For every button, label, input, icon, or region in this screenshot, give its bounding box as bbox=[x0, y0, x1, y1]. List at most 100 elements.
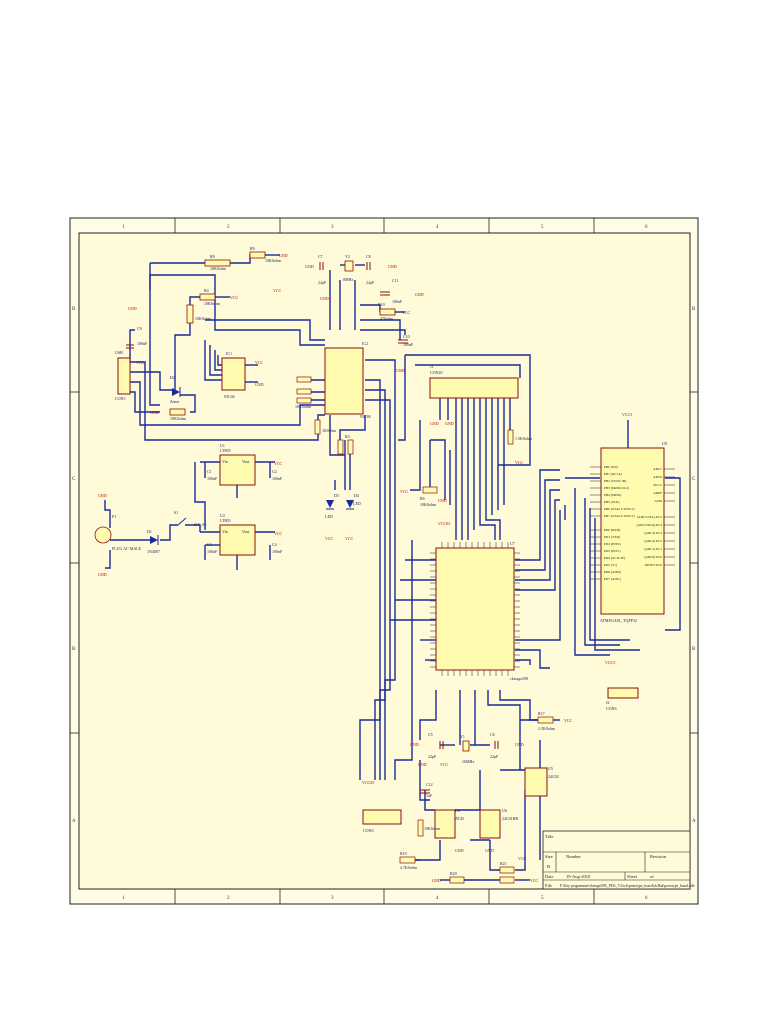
svg-text:1: 1 bbox=[122, 896, 125, 901]
mcu-pin-left: PD0 (RXD) bbox=[604, 528, 620, 532]
svg-text:GND: GND bbox=[305, 264, 314, 269]
led-d3: D3 LED VCC bbox=[325, 493, 339, 541]
svg-text:22pF: 22pF bbox=[428, 754, 437, 759]
svg-text:GND: GND bbox=[128, 306, 137, 311]
svg-text:A: A bbox=[692, 819, 696, 824]
svg-text:C: C bbox=[72, 477, 76, 482]
svg-text:100nF: 100nF bbox=[272, 476, 283, 481]
svg-text:100nF: 100nF bbox=[137, 341, 148, 346]
svg-text:Vin: Vin bbox=[222, 459, 228, 464]
svg-text:C8: C8 bbox=[366, 254, 371, 259]
svg-text:SW_SS: SW_SS bbox=[194, 522, 206, 527]
svg-text:GND: GND bbox=[150, 410, 159, 415]
svg-text:Vout: Vout bbox=[242, 529, 250, 534]
mcu-u8: U8 ATMEGA8L_TQFP32 VCC5 bbox=[600, 412, 667, 623]
svg-text:GND: GND bbox=[396, 368, 405, 373]
svg-text:D4: D4 bbox=[354, 493, 359, 498]
header-j1: J1 CON20 bbox=[429, 364, 519, 399]
svg-text:VCC: VCC bbox=[440, 762, 449, 767]
svg-text:VCCIO: VCCIO bbox=[362, 780, 375, 785]
svg-text:VCC: VCC bbox=[564, 718, 573, 723]
svg-text:2: 2 bbox=[227, 896, 230, 901]
svg-text:C6: C6 bbox=[490, 732, 495, 737]
svg-text:U5: U5 bbox=[548, 766, 553, 771]
regulator-u2: Vin Vout U2 LT805 VCC bbox=[219, 513, 283, 556]
mcu-pin-left: PB4 (MISO) bbox=[604, 493, 621, 497]
resistor-r9: R9 10K0ohm bbox=[249, 246, 282, 263]
svg-text:Size: Size bbox=[545, 854, 553, 859]
switch-s1: S1 SW_SS bbox=[174, 510, 206, 527]
mcu-pin-right: (ADC4/SDA) PC4 bbox=[636, 523, 662, 527]
svg-text:F:\Key programmer\ckstage298\_: F:\Key programmer\ckstage298\_PES\_V2\sc… bbox=[560, 884, 695, 888]
svg-text:10K0ohm: 10K0ohm bbox=[295, 404, 312, 409]
wires bbox=[104, 254, 681, 881]
svg-text:GND: GND bbox=[320, 296, 329, 301]
capacitor-c8: C8 22pF GND bbox=[366, 254, 397, 285]
svg-text:CON5: CON5 bbox=[115, 396, 125, 401]
chip-u7: VCCIO U7 ckstage298 bbox=[435, 521, 528, 681]
mcu-pin-left: PB5 (SCK) bbox=[604, 500, 620, 504]
svg-text:U8: U8 bbox=[662, 441, 667, 446]
zone-labels: 1 2 3 4 5 6 1 2 3 4 5 6 B C B A B C B A bbox=[72, 225, 696, 901]
svg-text:U7: U7 bbox=[510, 541, 515, 546]
svg-text:CON6: CON6 bbox=[363, 828, 373, 833]
svg-text:3: 3 bbox=[331, 896, 334, 901]
mcu-pin-right: (ADC3) PC3 bbox=[644, 531, 662, 535]
svg-text:A: A bbox=[72, 819, 76, 824]
svg-text:GND: GND bbox=[98, 572, 107, 577]
svg-text:GND: GND bbox=[415, 292, 424, 297]
svg-text:1.5K0ohm: 1.5K0ohm bbox=[538, 726, 556, 731]
svg-text:Revision: Revision bbox=[650, 854, 667, 859]
svg-text:VCCIO: VCCIO bbox=[438, 521, 451, 526]
svg-text:VCC: VCC bbox=[255, 360, 264, 365]
svg-text:16MHz: 16MHz bbox=[462, 759, 474, 764]
svg-text:1: 1 bbox=[122, 225, 125, 230]
mcu-pin-left: PB7 (XTAL2/TOSC2) bbox=[604, 514, 635, 518]
mcu-pin-right: AVCC bbox=[653, 483, 663, 487]
crystal-y1: Y1 16MHz bbox=[460, 734, 474, 764]
svg-text:U1: U1 bbox=[220, 443, 225, 448]
svg-text:10K0ohm: 10K0ohm bbox=[204, 301, 221, 306]
svg-text:R3: R3 bbox=[345, 434, 350, 439]
vcc-top: VCC GND bbox=[273, 288, 329, 301]
svg-text:2: 2 bbox=[227, 225, 230, 230]
mcu-pin-left: PB0 (ICP) bbox=[604, 465, 618, 469]
svg-text:LED: LED bbox=[325, 514, 333, 519]
svg-text:GND: GND bbox=[485, 848, 494, 853]
resistor-r8: R8 10K0ohm bbox=[204, 254, 231, 271]
svg-text:GND: GND bbox=[279, 253, 288, 258]
svg-text:VCC: VCC bbox=[400, 489, 409, 494]
svg-text:LED: LED bbox=[353, 501, 361, 506]
svg-text:J2: J2 bbox=[606, 700, 610, 705]
svg-text:GND: GND bbox=[455, 848, 464, 853]
mcu-pin-left: PD2 (INT0) bbox=[604, 542, 620, 546]
mcu-pin-right: ADC7 bbox=[653, 467, 662, 471]
svg-text:C11: C11 bbox=[392, 278, 399, 283]
regulator-caps: C1 100nF C2 100nF C3 100nF C4 100nF bbox=[207, 469, 283, 554]
title-block: Title Size B Number Revision Date 19-Aug… bbox=[542, 830, 695, 890]
svg-text:24C02: 24C02 bbox=[548, 774, 559, 779]
svg-text:C2: C2 bbox=[272, 469, 277, 474]
mcu-pin-left: PD7 (AIN1) bbox=[604, 577, 621, 581]
svg-text:22pF: 22pF bbox=[366, 280, 375, 285]
svg-text:24C01RB: 24C01RB bbox=[502, 816, 518, 821]
svg-text:10K0ohm: 10K0ohm bbox=[195, 316, 212, 321]
svg-text:D3: D3 bbox=[334, 493, 339, 498]
svg-text:IC1: IC1 bbox=[226, 351, 232, 356]
mcu-pin-right: GND bbox=[655, 499, 663, 503]
mcu-pin-left: PB3 (MOSI/OC2) bbox=[604, 486, 629, 490]
svg-text:C1: C1 bbox=[207, 469, 212, 474]
svg-text:D2: D2 bbox=[170, 375, 175, 380]
regulator-u1: Vin Vout U1 LT805 VCC bbox=[219, 443, 283, 486]
resistor-r10: R10 470ohm VCC bbox=[378, 302, 411, 321]
mcu-pin-right: (ADC1) PC1 bbox=[644, 547, 662, 551]
svg-text:B: B bbox=[547, 864, 550, 869]
svg-text:VCC: VCC bbox=[345, 536, 354, 541]
resistor-r21: R21 bbox=[499, 861, 515, 884]
svg-text:R21: R21 bbox=[500, 861, 507, 866]
header-j3: VCCIO CON6 bbox=[362, 780, 402, 833]
svg-text:4: 4 bbox=[436, 896, 439, 901]
svg-text:VCC: VCC bbox=[274, 461, 283, 466]
resistor-r5: 10K0ohm bbox=[186, 304, 212, 324]
svg-text:C7: C7 bbox=[318, 254, 323, 259]
